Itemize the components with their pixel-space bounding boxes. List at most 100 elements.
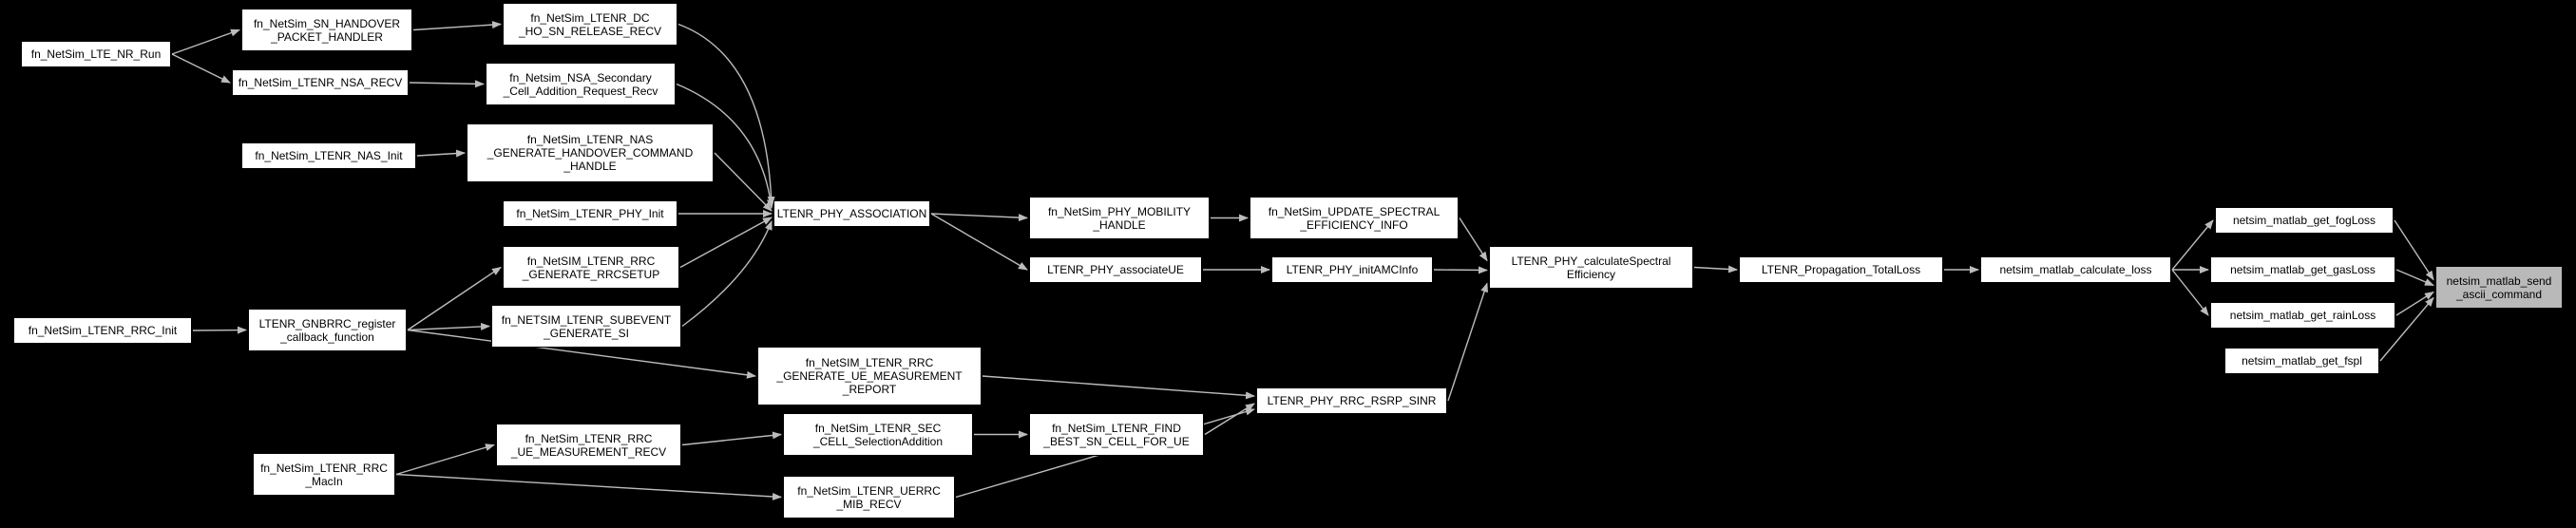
graph-node-label: LTENR_Propagation_TotalLoss — [1761, 263, 1921, 276]
graph-node-nas_generate_handover_command_handle[interactable]: fn_NetSim_LTENR_NAS_GENERATE_HANDOVER_CO… — [467, 123, 714, 182]
graph-edge-matlab_get_fspl--matlab_send_ascii_command — [2379, 296, 2434, 362]
graph-edge-matlab_get_fogloss--matlab_send_ascii_command — [2394, 219, 2434, 281]
graph-node-matlab_get_rainloss[interactable]: netsim_matlab_get_rainLoss — [2210, 302, 2395, 329]
graph-node-label: _BEST_SN_CELL_FOR_UE — [1043, 434, 1190, 448]
graph-node-label: _PACKET_HANDLER — [271, 29, 383, 44]
graph-edge-lte_nr_run--ltenr_nsa_recv — [171, 53, 231, 84]
graph-node-find_best_sn_cell_for_ue[interactable]: fn_NetSim_LTENR_FIND_BEST_SN_CELL_FOR_UE — [1029, 413, 1204, 456]
graph-edge-ltenr_nsa_recv--nsa_secondary_cell_addition_request_recv — [409, 80, 485, 88]
graph-node-label: _GENERATE_UE_MEASUREMENT — [776, 369, 963, 383]
graph-node-rrc_generate_ue_measurement_report[interactable]: fn_NetSIM_LTENR_RRC_GENERATE_UE_MEASUREM… — [757, 347, 982, 405]
graph-node-ltenr_nas_init[interactable]: fn_NetSim_LTENR_NAS_Init — [241, 142, 416, 169]
graph-node-label: fn_NetSim_PHY_MOBILITY — [1047, 204, 1192, 218]
graph-node-label: fn_NetSim_LTENR_PHY_Init — [516, 207, 664, 220]
graph-node-phy_association[interactable]: LTENR_PHY_ASSOCIATION — [773, 200, 930, 227]
graph-node-propagation_total_loss[interactable]: LTENR_Propagation_TotalLoss — [1739, 256, 1943, 283]
graph-node-matlab_get_fspl[interactable]: netsim_matlab_get_fspl — [2224, 348, 2379, 374]
graph-node-label: _GENERATE_HANDOVER_COMMAND — [487, 146, 694, 160]
graph-edge-phy_init_amc_info--phy_calculate_spectral_efficiency — [1433, 266, 1488, 274]
graph-node-gnbrrc_register_callback_function[interactable]: LTENR_GNBRRC_register_callback_function — [248, 309, 407, 351]
graph-node-label: _HANDLE — [563, 160, 617, 173]
graph-node-label: fn_NetSim_UPDATE_SPECTRAL — [1268, 204, 1441, 218]
graph-node-label: _Cell_Addition_Request_Recv — [503, 84, 658, 98]
graph-node-matlab_get_gasloss[interactable]: netsim_matlab_get_gasLoss — [2210, 256, 2395, 283]
graph-node-ltenr_phy_init[interactable]: fn_NetSim_LTENR_PHY_Init — [503, 200, 677, 227]
graph-node-nsa_secondary_cell_addition_request_recv[interactable]: fn_Netsim_NSA_Secondary_Cell_Addition_Re… — [486, 63, 676, 105]
graph-edge-phy_association--phy_mobility_handle — [930, 213, 1028, 222]
graph-edge-find_best_sn_cell_for_ue--phy_rrc_rsrp_sinr — [1204, 403, 1255, 436]
graph-node-dc_ho_sn_release_recv[interactable]: fn_NetSim_LTENR_DC_HO_SN_RELEASE_RECV — [503, 3, 677, 46]
graph-node-label: _GENERATE_RRCSETUP — [522, 267, 660, 281]
graph-node-label: LTENR_PHY_ASSOCIATION — [776, 207, 927, 220]
graph-node-label: fn_NetSim_LTE_NR_Run — [30, 47, 162, 61]
graph-node-label: _callback_function — [280, 330, 374, 344]
graph-node-label: LTENR_PHY_initAMCInfo — [1286, 263, 1419, 276]
graph-node-label: _ascii_command — [2455, 287, 2543, 301]
graph-node-ltenr_nsa_recv[interactable]: fn_NetSim_LTENR_NSA_RECV — [232, 69, 409, 96]
graph-node-label: fn_NetSim_LTENR_SEC — [814, 421, 942, 435]
graph-node-label: LTENR_PHY_calculateSpectral — [1511, 254, 1671, 268]
graph-node-label: fn_NetSim_LTENR_NAS_Init — [255, 149, 403, 162]
graph-node-label: _HO_SN_RELEASE_RECV — [518, 24, 662, 38]
graph-node-matlab_get_fogloss[interactable]: netsim_matlab_get_fogLoss — [2215, 207, 2394, 234]
graph-node-label: _GENERATE_SI — [544, 326, 629, 340]
graph-edge-matlab_get_gasloss--matlab_send_ascii_command — [2395, 269, 2434, 287]
graph-node-sn_handover_packet_handler[interactable]: fn_NetSim_SN_HANDOVER_PACKET_HANDLER — [241, 9, 412, 51]
graph-edge-dc_ho_sn_release_recv--phy_association — [677, 23, 775, 206]
graph-node-label: netsim_matlab_get_fspl — [2242, 354, 2362, 368]
graph-edge-matlab_calculate_loss--matlab_get_fogloss — [2171, 219, 2214, 271]
graph-edge-matlab_calculate_loss--matlab_get_rainloss — [2171, 269, 2209, 316]
graph-node-rrc_ue_measurement_recv[interactable]: fn_NetSim_LTENR_RRC_UE_MEASUREMENT_RECV — [496, 424, 681, 466]
graph-node-label: LTENR_GNBRRC_register — [258, 316, 396, 330]
graph-node-label: _CELL_SelectionAddition — [812, 434, 944, 448]
graph-node-phy_init_amc_info[interactable]: LTENR_PHY_initAMCInfo — [1271, 256, 1433, 283]
graph-node-label: fn_NetSim_LTENR_FIND — [1052, 421, 1181, 435]
graph-node-label: netsim_matlab_get_gasLoss — [2230, 263, 2376, 276]
graph-edge-rrc_ue_measurement_recv--sec_cell_selection_addition — [681, 431, 782, 446]
graph-node-label: fn_NETSIM_LTENR_SUBEVENT — [501, 312, 672, 327]
graph-node-matlab_calculate_loss[interactable]: netsim_matlab_calculate_loss — [1980, 256, 2171, 283]
graph-edge-nsa_secondary_cell_addition_request_recv--phy_association — [676, 83, 774, 209]
graph-node-label: fn_NetSIM_LTENR_RRC — [526, 254, 656, 268]
graph-node-label: fn_NetSim_SN_HANDOVER — [253, 16, 401, 30]
graph-node-rrc_macin[interactable]: fn_NetSim_LTENR_RRC_MacIn — [253, 453, 395, 496]
graph-edge-rrc_generate_rrcsetup--phy_association — [679, 217, 773, 269]
graph-node-label: _EFFICIENCY_INFO — [1300, 217, 1408, 232]
graph-edge-phy_calculate_spectral_efficiency--propagation_total_loss — [1693, 265, 1738, 273]
graph-node-ltenr_rrc_init[interactable]: fn_NetSim_LTENR_RRC_Init — [13, 317, 192, 344]
graph-node-phy_associate_ue[interactable]: LTENR_PHY_associateUE — [1029, 256, 1202, 283]
graph-edge-gnbrrc_register_callback_function--rrc_generate_rrcsetup — [407, 266, 502, 331]
graph-node-label: fn_NetSIM_LTENR_RRC — [805, 356, 934, 369]
graph-node-lte_nr_run[interactable]: fn_NetSim_LTE_NR_Run — [21, 41, 171, 67]
graph-node-label: netsim_matlab_get_fogLoss — [2232, 214, 2376, 227]
graph-node-label: fn_Netsim_NSA_Secondary — [509, 70, 652, 85]
graph-node-label: fn_NetSim_LTENR_DC — [530, 10, 650, 25]
graph-node-sec_cell_selection_addition[interactable]: fn_NetSim_LTENR_SEC_CELL_SelectionAdditi… — [783, 413, 973, 456]
graph-edge-sn_handover_packet_handler--dc_ho_sn_release_recv — [412, 21, 502, 31]
graph-node-label: fn_NetSim_LTENR_NSA_RECV — [238, 76, 403, 89]
graph-edge-matlab_get_rainloss--matlab_send_ascii_command — [2395, 291, 2434, 316]
graph-node-label: _UE_MEASUREMENT_RECV — [510, 444, 667, 459]
graph-node-rrc_generate_rrcsetup[interactable]: fn_NetSIM_LTENR_RRC_GENERATE_RRCSETUP — [503, 246, 679, 289]
graph-node-subevent_generate_si[interactable]: fn_NETSIM_LTENR_SUBEVENT_GENERATE_SI — [491, 305, 681, 348]
graph-node-label: netsim_matlab_calculate_loss — [1999, 263, 2152, 276]
graph-node-phy_rrc_rsrp_sinr[interactable]: LTENR_PHY_RRC_RSRP_SINR — [1256, 387, 1447, 414]
graph-node-update_spectral_efficiency_info[interactable]: fn_NetSim_UPDATE_SPECTRAL_EFFICIENCY_INF… — [1250, 197, 1459, 239]
graph-edge-gnbrrc_register_callback_function--rrc_generate_ue_measurement_report — [407, 329, 756, 379]
graph-edge-phy_rrc_rsrp_sinr--phy_calculate_spectral_efficiency — [1447, 282, 1488, 402]
graph-node-label: _REPORT — [842, 383, 897, 396]
graph-node-phy_mobility_handle[interactable]: fn_NetSim_PHY_MOBILITY_HANDLE — [1029, 197, 1210, 239]
graph-node-matlab_send_ascii_command: netsim_matlab_send_ascii_command — [2435, 266, 2563, 309]
graph-node-label: fn_NetSim_LTENR_RRC_Init — [28, 324, 178, 337]
graph-node-label: LTENR_PHY_RRC_RSRP_SINR — [1267, 394, 1437, 407]
graph-edge-phy_association--phy_associate_ue — [930, 213, 1028, 271]
graph-node-label: _MIB_RECV — [836, 497, 902, 511]
graph-edge-gnbrrc_register_callback_function--subevent_generate_si — [407, 322, 490, 331]
graph-node-label: netsim_matlab_send — [2446, 273, 2552, 288]
graph-node-uerrc_mib_recv[interactable]: fn_NetSim_LTENR_UERRC_MIB_RECV — [783, 476, 955, 519]
graph-edge-nas_generate_handover_command_handle--phy_association — [714, 152, 773, 212]
graph-edge-update_spectral_efficiency_info--phy_calculate_spectral_efficiency — [1459, 217, 1488, 262]
graph-edge-lte_nr_run--sn_handover_packet_handler — [171, 28, 240, 55]
graph-edge-ltenr_rrc_init--gnbrrc_register_callback_function — [192, 326, 247, 334]
